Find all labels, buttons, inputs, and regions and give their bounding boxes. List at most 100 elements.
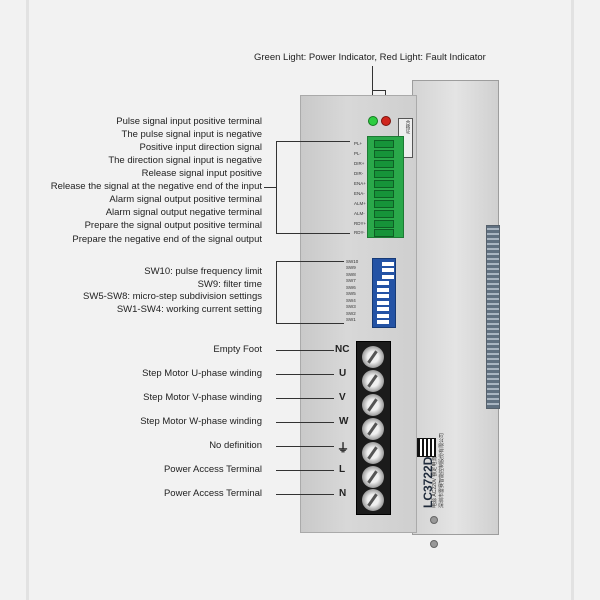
terminal-letter: L xyxy=(339,464,346,475)
power-terminal-block xyxy=(356,341,391,515)
dip-switch xyxy=(382,275,394,279)
side-casing xyxy=(412,80,499,535)
signal-label: Release the signal at the negative end o… xyxy=(50,181,262,192)
signal-label: Prepare the signal output positive termi… xyxy=(84,220,262,231)
dip-switch xyxy=(377,320,389,324)
certificate-label: 合格证 xyxy=(406,120,411,134)
power-label: Power Access Terminal xyxy=(163,464,262,475)
power-pointer xyxy=(276,374,334,375)
terminal-screw xyxy=(362,442,384,464)
signal-bracket xyxy=(276,141,277,233)
dip-label: SW8 xyxy=(346,272,356,277)
dip-switch xyxy=(377,288,389,292)
led-caption: Green Light: Power Indicator, Red Light:… xyxy=(254,52,486,63)
terminal-pin xyxy=(374,220,394,228)
dip-switch xyxy=(382,262,394,266)
dip-label: SW4 xyxy=(346,298,356,303)
led-pointer-crossbar xyxy=(372,90,385,91)
power-label: Step Motor U-phase winding xyxy=(142,368,262,379)
terminal-screw xyxy=(362,466,384,488)
signal-label: Positive input direction signal xyxy=(139,142,262,153)
terminal-letter: W xyxy=(339,416,349,427)
switch-label: SW10: pulse frequency limit xyxy=(144,266,262,277)
power-pointer xyxy=(276,470,334,471)
signal-label: Alarm signal output positive terminal xyxy=(109,194,262,205)
dip-label: SW9 xyxy=(346,265,356,270)
terminal-pin xyxy=(374,190,394,198)
switch-bracket-top xyxy=(276,261,344,262)
dip-switch xyxy=(382,268,394,272)
manufacturer: 深圳市雷赛智能控制股份有限公司 xyxy=(439,432,445,508)
mounting-screw-icon xyxy=(430,516,438,524)
power-label: Empty Foot xyxy=(213,344,262,355)
pin-label: ENA+ xyxy=(354,181,366,186)
dip-label: SW10 xyxy=(346,259,359,264)
dip-switch-block xyxy=(372,258,396,328)
signal-bracket-tick xyxy=(264,187,276,188)
power-pointer xyxy=(276,350,334,351)
power-pointer xyxy=(276,398,334,399)
ground-icon: ⏚ xyxy=(337,441,350,455)
model-spec: 电源 AC220V 额定电流 xyxy=(432,456,438,508)
pin-label: ALM+ xyxy=(354,201,366,206)
power-pointer xyxy=(276,422,334,423)
terminal-pin xyxy=(374,160,394,168)
power-label: No definition xyxy=(209,440,262,451)
signal-label: Alarm signal output negative terminal xyxy=(105,207,262,218)
signal-terminal-block xyxy=(367,136,404,238)
signal-label: Pulse signal input positive terminal xyxy=(116,116,262,127)
dip-switch xyxy=(377,314,389,318)
dip-label: SW5 xyxy=(346,291,356,296)
qr-code-icon xyxy=(417,438,436,457)
power-pointer xyxy=(276,446,334,447)
led-pointer-line xyxy=(372,66,373,90)
signal-label: The pulse signal input is negative xyxy=(121,129,262,140)
terminal-pin xyxy=(374,229,394,237)
terminal-pin xyxy=(374,150,394,158)
terminal-letter: NC xyxy=(335,344,350,355)
terminal-pin xyxy=(374,210,394,218)
power-led xyxy=(368,116,378,126)
signal-label: The direction signal input is negative xyxy=(108,155,262,166)
dip-switch xyxy=(377,301,389,305)
terminal-screw xyxy=(362,394,384,416)
terminal-letter: V xyxy=(339,392,346,403)
pin-label: DIR+ xyxy=(354,161,365,166)
pin-label: RDY+ xyxy=(354,221,367,226)
switch-bracket xyxy=(276,261,277,323)
pin-label: PL- xyxy=(354,151,362,156)
terminal-pin xyxy=(374,180,394,188)
signal-bracket-bottom xyxy=(276,233,350,234)
terminal-screw xyxy=(362,489,384,511)
terminal-pin xyxy=(374,170,394,178)
dip-switch xyxy=(377,307,389,311)
dip-label: SW2 xyxy=(346,311,356,316)
left-frame-border xyxy=(26,0,29,600)
mounting-screw-icon xyxy=(430,540,438,548)
power-label: Step Motor W-phase winding xyxy=(140,416,262,427)
dip-label: SW7 xyxy=(346,278,356,283)
switch-label: SW5-SW8: micro-step subdivision settings xyxy=(83,291,262,302)
signal-label: Release signal input positive xyxy=(141,168,262,179)
terminal-screw xyxy=(362,418,384,440)
fault-led xyxy=(381,116,391,126)
terminal-pin xyxy=(374,200,394,208)
dip-switch xyxy=(377,294,389,298)
pin-label: RDY- xyxy=(354,230,365,235)
pin-label: ENA- xyxy=(354,191,365,196)
pin-label: PL+ xyxy=(354,141,363,146)
signal-bracket-top xyxy=(276,141,350,142)
terminal-letter: N xyxy=(339,488,347,499)
terminal-letter: U xyxy=(339,368,347,379)
pin-label: DIR- xyxy=(354,171,364,176)
switch-bracket-bottom xyxy=(276,323,344,324)
switch-label: SW1-SW4: working current setting xyxy=(116,304,262,315)
right-frame-border xyxy=(571,0,574,600)
heatsink xyxy=(486,225,500,409)
power-label: Power Access Terminal xyxy=(163,488,262,499)
dip-switch xyxy=(377,281,389,285)
power-label: Step Motor V-phase winding xyxy=(143,392,262,403)
terminal-pin xyxy=(374,140,394,148)
dip-label: SW1 xyxy=(346,317,356,322)
